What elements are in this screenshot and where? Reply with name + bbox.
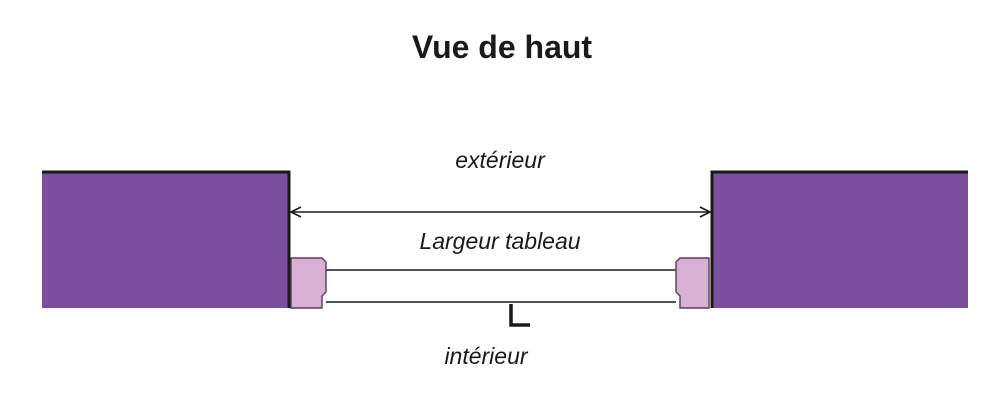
left-wall	[42, 170, 291, 308]
l-bracket-marker	[509, 304, 530, 327]
left-frame-profile	[290, 257, 327, 309]
right-frame-profile	[675, 257, 710, 309]
right-wall	[710, 170, 968, 308]
width-label: Largeur tableau	[419, 228, 580, 254]
diagram-title: Vue de haut	[412, 29, 593, 65]
interior-label: intérieur	[444, 343, 528, 369]
exterior-label: extérieur	[455, 147, 546, 173]
